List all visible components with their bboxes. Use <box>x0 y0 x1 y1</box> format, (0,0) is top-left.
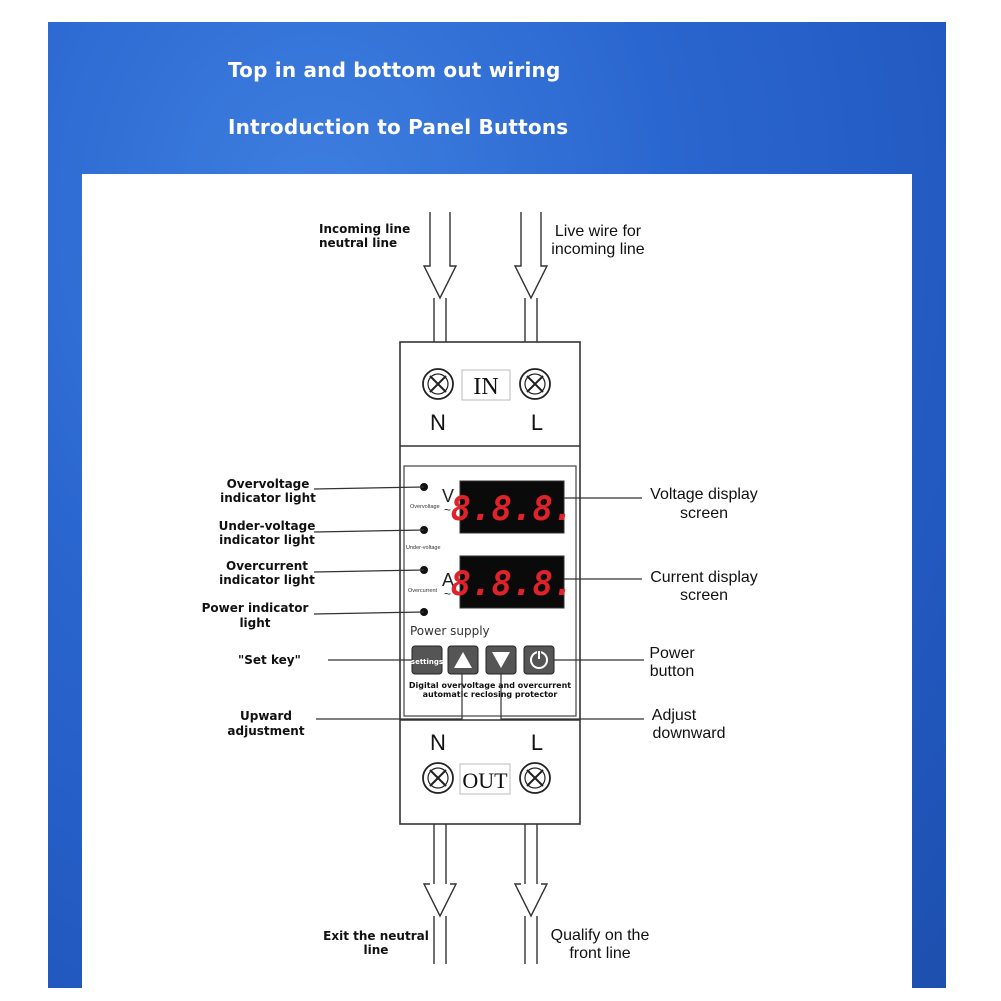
power-supply-text: Power supply <box>410 624 490 638</box>
diagram-panel: IN N L N L OUT Overvoltage Under-voltage… <box>82 174 912 988</box>
in-label: IN <box>473 374 498 400</box>
label-current-display: Current display screen <box>650 569 758 604</box>
wire-bottom-live <box>513 824 549 964</box>
svg-text:light: light <box>239 616 270 630</box>
label-power-indicator: Power indicator light <box>202 601 309 630</box>
terminal-screw-bottom-n <box>422 762 454 794</box>
svg-text:Power indicator: Power indicator <box>202 601 309 615</box>
svg-text:neutral line: neutral line <box>319 236 397 250</box>
power-button[interactable] <box>523 645 555 675</box>
svg-text:indicator light: indicator light <box>219 533 315 547</box>
label-overvoltage: Overvoltage indicator light <box>220 477 316 505</box>
wire-top-live <box>513 212 549 342</box>
svg-text:Current display: Current display <box>650 569 758 586</box>
wire-bottom-neutral <box>422 824 458 964</box>
svg-text:line: line <box>364 943 389 957</box>
svg-text:incoming line: incoming line <box>551 241 644 258</box>
svg-text:screen: screen <box>680 505 728 522</box>
svg-text:adjustment: adjustment <box>227 724 304 738</box>
out-label: OUT <box>462 768 508 793</box>
unit-voltage: V <box>442 486 454 506</box>
svg-text:Upward: Upward <box>240 709 292 723</box>
current-display-screen: 8.8.8. <box>451 555 574 609</box>
ac-symbol-current: ~ <box>444 587 451 601</box>
terminal-screw-top-n <box>422 368 454 400</box>
ac-symbol-voltage: ~ <box>444 503 451 517</box>
svg-text:front line: front line <box>569 945 630 962</box>
label-upward: Upward adjustment <box>227 709 304 738</box>
svg-text:Power: Power <box>649 645 695 662</box>
small-overcurrent-text: Overcurrent <box>408 588 438 594</box>
label-overcurrent: Overcurrent indicator light <box>219 559 315 587</box>
svg-text:Under-voltage: Under-voltage <box>219 519 316 533</box>
label-voltage-display: Voltage display screen <box>650 486 758 522</box>
svg-text:indicator light: indicator light <box>220 491 316 505</box>
label-undervoltage: Under-voltage indicator light <box>219 519 316 547</box>
terminal-screw-bottom-l <box>519 762 551 794</box>
down-button[interactable] <box>485 645 517 675</box>
bottom-l-label: L <box>531 730 543 755</box>
heading-panel-buttons: Introduction to Panel Buttons <box>228 115 569 139</box>
settings-key-label: settings <box>411 658 443 666</box>
label-adjust-downward: Adjust downward <box>652 707 726 742</box>
device-caption-line2: automatic reclosing protector <box>423 690 558 699</box>
svg-text:Exit the neutral: Exit the neutral <box>323 929 429 943</box>
bottom-n-label: N <box>430 730 446 755</box>
wire-top-neutral <box>422 212 458 342</box>
svg-text:Incoming line: Incoming line <box>319 222 410 236</box>
label-set-key: "Set key" <box>238 653 301 667</box>
label-qualify-front: Qualify on the front line <box>551 927 650 962</box>
heading-wiring: Top in and bottom out wiring <box>228 58 561 82</box>
svg-text:button: button <box>650 663 694 680</box>
svg-text:Overcurrent: Overcurrent <box>226 559 308 573</box>
top-l-label: L <box>531 410 543 435</box>
down-arrow-icon <box>492 652 510 668</box>
label-power-button: Power button <box>649 645 695 680</box>
svg-text:Overvoltage: Overvoltage <box>227 477 310 491</box>
voltage-digits: 8.8.8. <box>451 489 574 529</box>
terminal-screw-top-l <box>519 368 551 400</box>
svg-text:downward: downward <box>653 725 726 742</box>
up-arrow-icon <box>454 652 472 668</box>
label-exit-neutral: Exit the neutral line <box>323 929 429 957</box>
svg-text:Live wire for: Live wire for <box>555 223 642 240</box>
svg-text:Voltage display: Voltage display <box>650 486 758 503</box>
up-button[interactable] <box>447 645 479 675</box>
svg-text:Adjust: Adjust <box>652 707 697 724</box>
svg-text:Qualify on the: Qualify on the <box>551 927 650 944</box>
unit-current: A <box>442 570 454 590</box>
small-undervoltage-text: Under-voltage <box>406 545 441 551</box>
voltage-display-screen: 8.8.8. <box>451 480 574 534</box>
top-n-label: N <box>430 410 446 435</box>
label-live-incoming: Live wire for incoming line <box>551 223 644 258</box>
leader-lines <box>313 486 644 720</box>
svg-text:screen: screen <box>680 587 728 604</box>
label-incoming-neutral: Incoming line neutral line <box>319 222 410 250</box>
small-overvoltage-text: Overvoltage <box>410 504 440 510</box>
settings-button[interactable]: settings <box>411 645 443 675</box>
current-digits: 8.8.8. <box>451 564 574 604</box>
device-caption-line1: Digital overvoltage and overcurrent <box>409 681 571 690</box>
svg-text:indicator light: indicator light <box>219 573 315 587</box>
wiring-diagram: IN N L N L OUT Overvoltage Under-voltage… <box>202 212 758 964</box>
